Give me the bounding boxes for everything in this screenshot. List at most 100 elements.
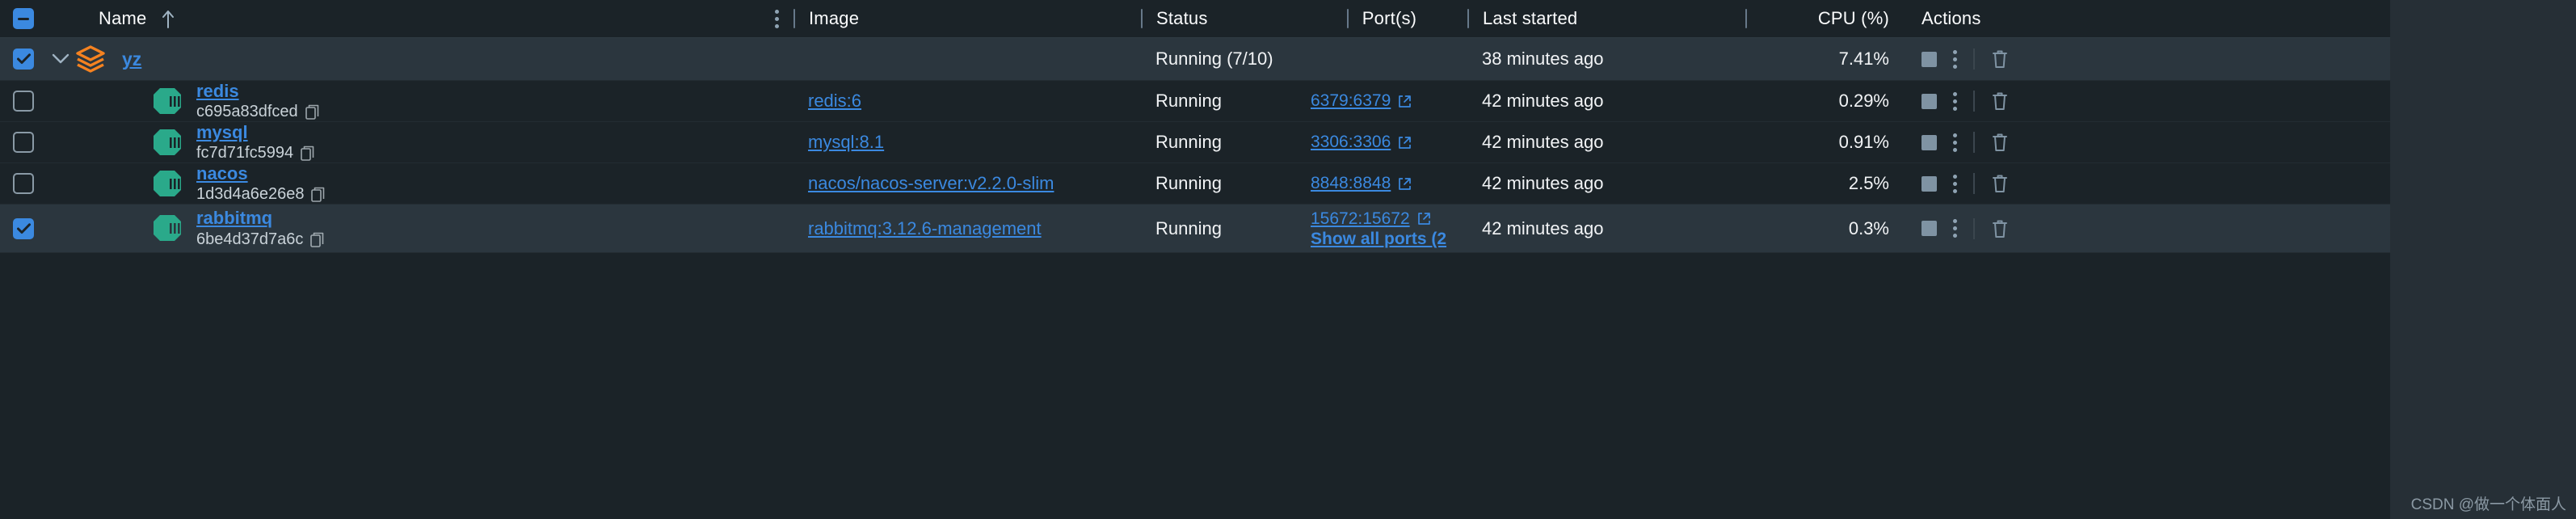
container-icon bbox=[150, 128, 183, 157]
copy-icon[interactable] bbox=[310, 232, 324, 247]
row-ports-cell: 15672:15672 Show all ports (2 bbox=[1296, 208, 1467, 250]
cpu-text: 0.3% bbox=[1848, 217, 1889, 238]
port-link[interactable]: 6379:6379 bbox=[1311, 91, 1391, 111]
copy-icon[interactable] bbox=[301, 146, 314, 161]
cpu-text: 2.5% bbox=[1848, 173, 1889, 193]
kebab-menu-icon[interactable] bbox=[774, 9, 779, 28]
delete-button[interactable] bbox=[1991, 133, 2009, 152]
header-column-options-cell[interactable] bbox=[760, 9, 793, 28]
trash-icon bbox=[1993, 133, 2007, 151]
row-menu-button[interactable] bbox=[1953, 219, 1957, 238]
row-actions-cell bbox=[1907, 132, 2093, 153]
chevron-down-icon[interactable] bbox=[52, 53, 69, 65]
row-select-cell[interactable] bbox=[0, 132, 47, 153]
stop-button[interactable] bbox=[1921, 93, 1937, 109]
container-id: 6be4d37d7a6c bbox=[196, 230, 304, 248]
container-icon bbox=[150, 169, 183, 198]
watermark: CSDN @做一个体面人 bbox=[2410, 496, 2566, 513]
port-link[interactable]: 8848:8848 bbox=[1311, 174, 1391, 193]
row-select-cell[interactable] bbox=[0, 49, 47, 70]
stop-button[interactable] bbox=[1921, 175, 1937, 192]
row-checkbox[interactable] bbox=[13, 217, 34, 239]
sort-ascending-icon[interactable] bbox=[160, 8, 176, 29]
row-checkbox[interactable] bbox=[13, 173, 34, 194]
row-name-cell: yz bbox=[74, 43, 760, 75]
table-row[interactable]: rabbitmq 6be4d37d7a6c rabbitmq:3.12.6-ma… bbox=[0, 205, 2576, 253]
row-ports-cell: 3306:3306 bbox=[1296, 131, 1467, 154]
delete-button[interactable] bbox=[1991, 91, 2009, 111]
image-link[interactable]: redis:6 bbox=[808, 91, 862, 111]
container-name-link[interactable]: nacos bbox=[196, 162, 248, 184]
row-cpu-cell: 2.5% bbox=[1729, 173, 1907, 194]
container-id: c695a83dfced bbox=[196, 103, 298, 121]
container-name-link[interactable]: redis bbox=[196, 80, 239, 101]
header-ports-cell: Port(s) bbox=[1296, 8, 1467, 29]
table-row[interactable]: redis c695a83dfced redis:6 Running 6379:… bbox=[0, 81, 2576, 122]
external-link-icon[interactable] bbox=[1398, 95, 1412, 108]
container-name-link[interactable]: rabbitmq bbox=[196, 208, 273, 229]
row-name-cell: rabbitmq 6be4d37d7a6c bbox=[74, 208, 760, 248]
row-actions-cell bbox=[1907, 173, 2093, 194]
cpu-text: 0.91% bbox=[1838, 132, 1889, 152]
row-checkbox[interactable] bbox=[13, 91, 34, 112]
delete-button[interactable] bbox=[1991, 174, 2009, 193]
external-link-icon[interactable] bbox=[1417, 212, 1431, 226]
row-select-cell[interactable] bbox=[0, 173, 47, 194]
row-checkbox[interactable] bbox=[13, 132, 34, 153]
external-link-icon[interactable] bbox=[1398, 177, 1412, 191]
row-cpu-cell: 0.29% bbox=[1729, 91, 1907, 112]
port-link[interactable]: 3306:3306 bbox=[1311, 133, 1391, 152]
select-all-cell[interactable] bbox=[0, 8, 47, 29]
stop-button[interactable] bbox=[1921, 221, 1937, 236]
external-link-icon[interactable] bbox=[1398, 136, 1412, 150]
select-all-checkbox[interactable] bbox=[13, 8, 34, 29]
group-name-link[interactable]: yz bbox=[122, 48, 142, 70]
stop-icon bbox=[1921, 175, 1937, 192]
header-name-cell[interactable]: Name bbox=[74, 8, 760, 29]
row-status-cell: Running bbox=[1141, 91, 1296, 112]
column-divider bbox=[1467, 9, 1469, 28]
cpu-text: 0.29% bbox=[1838, 91, 1889, 111]
row-menu-button[interactable] bbox=[1953, 133, 1957, 152]
trash-icon bbox=[1993, 92, 2007, 110]
container-icon bbox=[150, 213, 183, 243]
table-row[interactable]: yz Running (7/10) 38 minutes ago 7.41% bbox=[0, 38, 2576, 81]
header-cpu-cell: CPU (%) bbox=[1729, 8, 1907, 29]
last-started-text: 42 minutes ago bbox=[1482, 91, 1604, 111]
container-name-link[interactable]: mysql bbox=[196, 121, 248, 142]
table-row[interactable]: nacos 1d3d4a6e26e8 nacos/nacos-server:v2… bbox=[0, 163, 2576, 205]
row-menu-button[interactable] bbox=[1953, 174, 1957, 193]
row-select-cell[interactable] bbox=[0, 217, 47, 239]
table-row[interactable]: mysql fc7d71fc5994 mysql:8.1 Running 330… bbox=[0, 122, 2576, 163]
image-link[interactable]: rabbitmq:3.12.6-management bbox=[808, 217, 1042, 238]
stop-button[interactable] bbox=[1921, 51, 1937, 67]
column-divider bbox=[793, 9, 795, 28]
row-image-cell: mysql:8.1 bbox=[793, 132, 1141, 153]
action-divider bbox=[1973, 91, 1975, 112]
row-menu-button[interactable] bbox=[1953, 91, 1957, 111]
copy-icon[interactable] bbox=[311, 187, 325, 202]
delete-button[interactable] bbox=[1991, 49, 2009, 69]
row-select-cell[interactable] bbox=[0, 91, 47, 112]
row-image-cell: nacos/nacos-server:v2.2.0-slim bbox=[793, 173, 1141, 194]
show-all-ports-link[interactable]: Show all ports (2 bbox=[1311, 230, 1447, 249]
status-text: Running bbox=[1155, 91, 1222, 111]
delete-button[interactable] bbox=[1991, 219, 2009, 238]
stop-button[interactable] bbox=[1921, 134, 1937, 150]
row-cpu-cell: 0.3% bbox=[1729, 218, 1907, 239]
status-text: Running bbox=[1155, 173, 1222, 193]
row-last-started-cell: 42 minutes ago bbox=[1467, 132, 1729, 153]
stop-icon bbox=[1921, 93, 1937, 109]
image-link[interactable]: nacos/nacos-server:v2.2.0-slim bbox=[808, 173, 1054, 193]
expand-toggle[interactable] bbox=[47, 53, 74, 65]
copy-icon[interactable] bbox=[305, 104, 319, 120]
last-started-text: 42 minutes ago bbox=[1482, 173, 1604, 193]
header-last-started-label: Last started bbox=[1483, 8, 1578, 28]
port-link[interactable]: 15672:15672 bbox=[1311, 209, 1410, 228]
image-link[interactable]: mysql:8.1 bbox=[808, 132, 885, 152]
stop-icon bbox=[1921, 221, 1937, 236]
row-status-cell: Running bbox=[1141, 173, 1296, 194]
row-menu-button[interactable] bbox=[1953, 49, 1957, 69]
row-checkbox[interactable] bbox=[13, 49, 34, 70]
